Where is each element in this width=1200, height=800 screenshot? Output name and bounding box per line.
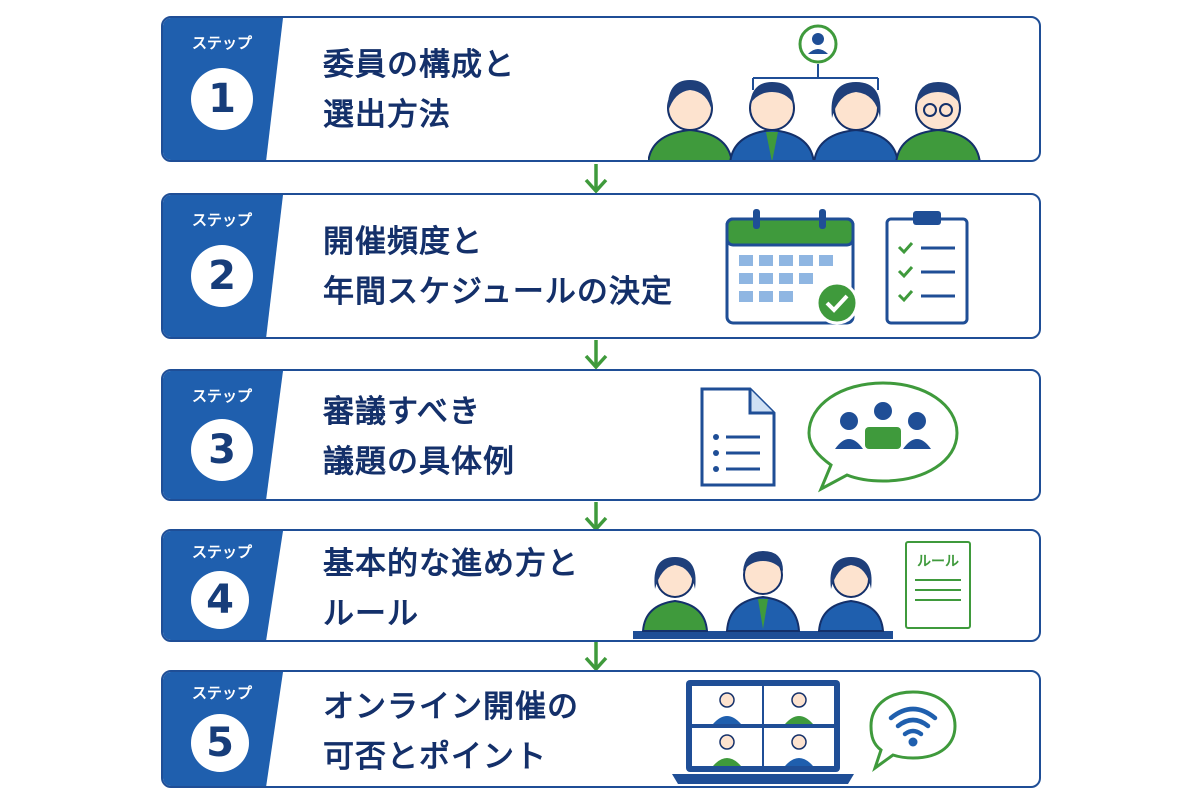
- step-title-line2: 選出方法: [323, 97, 451, 133]
- step-number: 3: [191, 419, 253, 481]
- step-title-line2: ルール: [323, 596, 419, 632]
- step-number: 2: [191, 245, 253, 307]
- clipboard-checklist-icon: [885, 211, 969, 325]
- down-arrow-icon: [584, 502, 608, 532]
- step-title: 基本的な進め方と ルール: [323, 539, 579, 639]
- speech-bubble-icon: [807, 381, 959, 493]
- document-icon: [700, 387, 776, 487]
- step-card-3: ステップ 3 審議すべき 議題の具体例: [161, 369, 1041, 501]
- step-title: 開催頻度と 年間スケジュールの決定: [323, 217, 673, 317]
- step-title-line2: 可否とポイント: [323, 739, 547, 775]
- step-title-line2: 議題の具体例: [323, 444, 515, 480]
- step-label: ステップ: [191, 543, 252, 561]
- step-title-line1: 審議すべき: [323, 394, 481, 430]
- step-title-line1: 開催頻度と: [323, 224, 483, 260]
- meeting-group-icon: [835, 402, 931, 449]
- step-card-2: ステップ 2 開催頻度と 年間スケジュールの決定: [161, 193, 1041, 339]
- meeting-people-illustration: [633, 551, 893, 639]
- down-arrow-icon: [584, 340, 608, 370]
- wifi-icon: [869, 690, 957, 772]
- step-title: オンライン開催の 可否とポイント: [323, 682, 579, 782]
- step-number: 4: [191, 571, 249, 629]
- person-icon: [798, 24, 838, 64]
- step-label: ステップ: [191, 684, 252, 702]
- step-badge: ステップ 1: [163, 18, 283, 160]
- step-title-line2: 年間スケジュールの決定: [323, 274, 673, 310]
- down-arrow-icon: [584, 642, 608, 672]
- step-badge: ステップ 5: [163, 672, 283, 786]
- step-badge: ステップ 4: [163, 531, 283, 640]
- committee-members-illustration: [648, 24, 981, 160]
- step-title-line1: 基本的な進め方と: [323, 546, 579, 582]
- step-badge: ステップ 2: [163, 195, 283, 337]
- down-arrow-icon: [584, 164, 608, 194]
- step-title: 審議すべき 議題の具体例: [323, 387, 515, 487]
- rules-document-icon: ルール: [905, 541, 971, 629]
- step-label: ステップ: [191, 387, 252, 405]
- step-title-line1: 委員の構成と: [323, 47, 515, 83]
- step-title: 委員の構成と 選出方法: [323, 40, 515, 140]
- step-label: ステップ: [191, 34, 252, 52]
- step-card-4: ステップ 4 基本的な進め方と ルール ルール: [161, 529, 1041, 642]
- laptop-video-call-icon: [672, 680, 854, 784]
- step-card-1: ステップ 1 委員の構成と 選出方法: [161, 16, 1041, 162]
- step-card-5: ステップ 5 オンライン開催の 可否とポイント: [161, 670, 1041, 788]
- step-label: ステップ: [191, 211, 252, 229]
- step-badge: ステップ 3: [163, 371, 283, 499]
- step-number: 5: [191, 714, 249, 772]
- step-title-line1: オンライン開催の: [323, 689, 579, 725]
- calendar-icon: [725, 209, 859, 325]
- rules-document-label: ルール: [917, 554, 959, 570]
- checkmark-icon: [815, 281, 859, 325]
- step-number: 1: [191, 68, 253, 130]
